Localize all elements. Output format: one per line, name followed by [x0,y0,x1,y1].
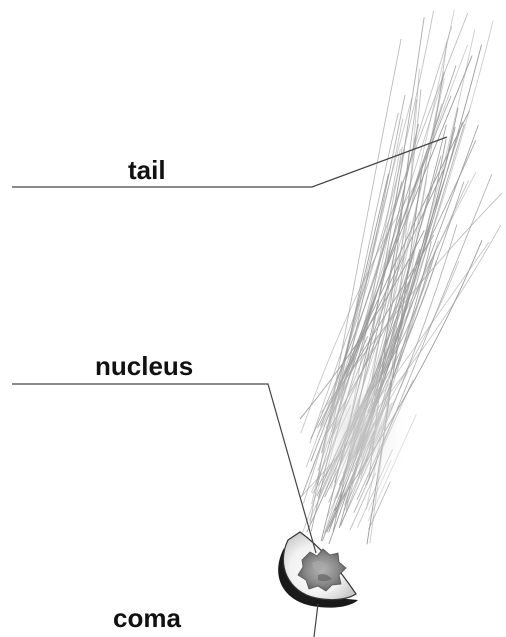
coma-leader-line [314,604,318,637]
tail-label: tail [128,157,166,183]
tail-leader-line [12,137,447,187]
nucleus-label: nucleus [95,353,193,379]
nucleus-leader-line [12,384,316,553]
coma-label: coma [113,605,181,631]
tail-haze [305,360,415,500]
